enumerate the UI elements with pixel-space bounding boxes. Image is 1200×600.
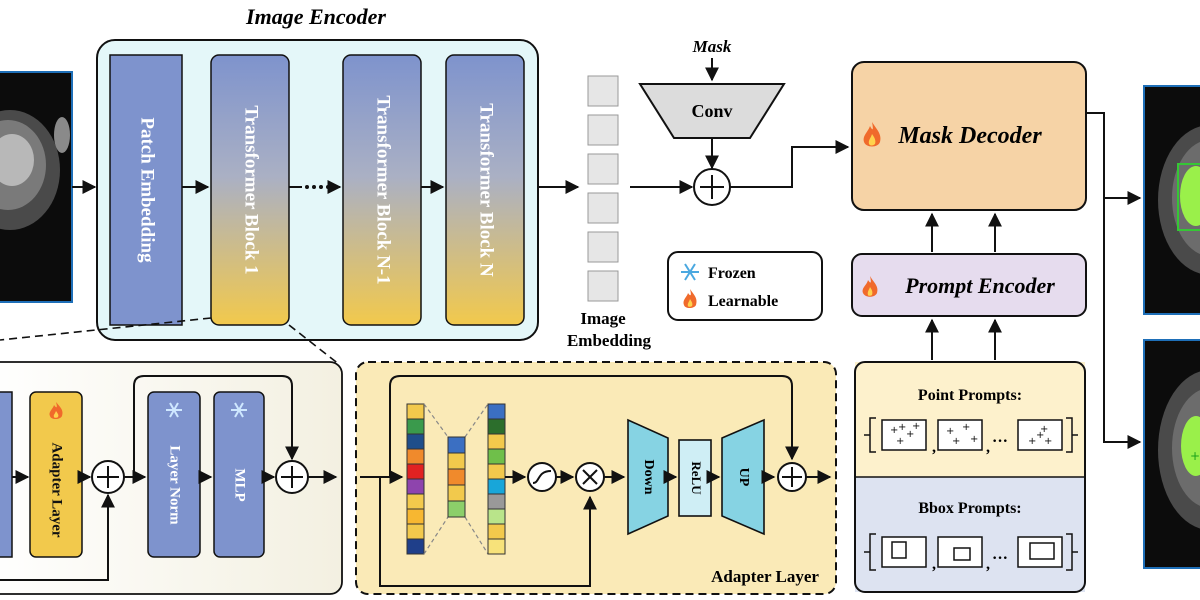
svg-text:+: +	[970, 434, 978, 445]
mask-decoder-label: Mask Decoder	[897, 123, 1042, 149]
frozen-snowflake-icon	[681, 263, 699, 281]
comma-separator: ,	[986, 556, 990, 573]
svg-text:+: +	[1044, 436, 1052, 447]
transformer-block-n	[445, 54, 525, 326]
svg-text:+: +	[896, 436, 904, 447]
transformer-block-1-label: Transformer Block 1	[241, 105, 262, 274]
point-markers: +++++ ++++ ++++	[890, 421, 1052, 447]
channel-vector-squeezed	[447, 436, 466, 518]
frozen-snowflake-icon	[166, 402, 182, 418]
zoom-line-right	[288, 324, 341, 366]
learnable-flame-icon	[49, 402, 63, 419]
channel-vector-output	[487, 403, 506, 555]
add-operator	[693, 168, 731, 206]
learnable-flame-icon	[862, 276, 878, 297]
image-embedding-label-line1: Image	[580, 309, 626, 328]
multiply-operator	[575, 462, 605, 492]
legend-learnable-label: Learnable	[708, 293, 778, 310]
prompt-encoder-box	[851, 253, 1087, 317]
down-label: Down	[641, 459, 656, 494]
mask-input-label: Mask	[692, 37, 732, 56]
learnable-flame-icon	[683, 289, 697, 308]
relu-block	[678, 439, 712, 517]
image-embedding-tokens	[587, 75, 619, 302]
svg-text:+: +	[946, 426, 954, 437]
point-ellipsis: ···	[992, 433, 1008, 450]
point-prompts-title: Point Prompts:	[918, 387, 1022, 404]
svg-text:+: +	[898, 422, 906, 433]
svg-text:+: +	[1040, 424, 1048, 435]
transformer-block-1	[210, 54, 290, 326]
ellipsis-connector	[289, 180, 342, 194]
comma-separator: ,	[986, 439, 990, 456]
image-embedding-label-line2: Embedding	[567, 331, 652, 350]
output-mask-with-bbox	[1143, 85, 1200, 315]
frozen-snowflake-icon	[231, 402, 247, 418]
prompt-encoder-label: Prompt Encoder	[904, 273, 1055, 298]
patch-embedding-label: Patch Embedding	[137, 117, 158, 263]
partial-block-left	[0, 391, 13, 558]
svg-text:+: +	[1028, 436, 1036, 447]
patch-embedding-block	[109, 54, 183, 326]
input-mri-image	[0, 71, 73, 303]
comma-separator: ,	[932, 439, 936, 456]
svg-text:+: +	[962, 422, 970, 433]
learnable-flame-icon	[863, 122, 881, 147]
adapter-detail-title: Adapter Layer	[711, 567, 819, 586]
legend-frozen-label: Frozen	[708, 265, 756, 282]
output-mask-with-point: +	[1143, 339, 1200, 569]
down-projection	[627, 418, 669, 536]
bbox-prompts-title: Bbox Prompts:	[918, 500, 1021, 517]
svg-text:+: +	[912, 421, 920, 432]
image-encoder-title: Image Encoder	[245, 4, 386, 29]
legend-box	[667, 251, 823, 321]
transformer-block-n-1	[342, 54, 422, 326]
svg-text:+: +	[1190, 449, 1200, 463]
transformer-block-n-1-label: Transformer Block N-1	[373, 95, 394, 284]
svg-text:+: +	[906, 429, 914, 440]
point-prompt-frames	[864, 417, 1078, 453]
up-label: UP	[736, 468, 751, 487]
image-encoder-panel	[96, 39, 539, 341]
comma-separator: ,	[932, 556, 936, 573]
bbox-ellipsis: ···	[992, 550, 1008, 567]
mask-decoder-box	[851, 61, 1087, 211]
add-operator	[275, 460, 309, 494]
zoom-line-left	[0, 317, 212, 341]
svg-text:+: +	[890, 425, 898, 436]
svg-text:+: +	[1036, 430, 1044, 441]
projection-lines	[423, 403, 489, 555]
sigmoid-operator	[527, 462, 557, 492]
up-projection	[721, 418, 765, 536]
layer-norm-label: Layer Norm	[167, 445, 183, 525]
conv-trapezoid	[638, 83, 786, 139]
add-operator	[91, 460, 125, 494]
bbox-prompts-panel	[855, 477, 1085, 592]
svg-text:+: +	[952, 436, 960, 447]
adapter-layer-label: Adapter Layer	[49, 442, 65, 537]
relu-label: ReLU	[689, 461, 704, 495]
mlp-label: MLP	[232, 468, 248, 501]
channel-vector-input	[406, 403, 425, 555]
transformer-block-n-label: Transformer Block N	[476, 103, 497, 277]
add-operator	[777, 462, 807, 492]
conv-label: Conv	[691, 101, 732, 121]
bbox-prompt-frames	[864, 533, 1078, 571]
